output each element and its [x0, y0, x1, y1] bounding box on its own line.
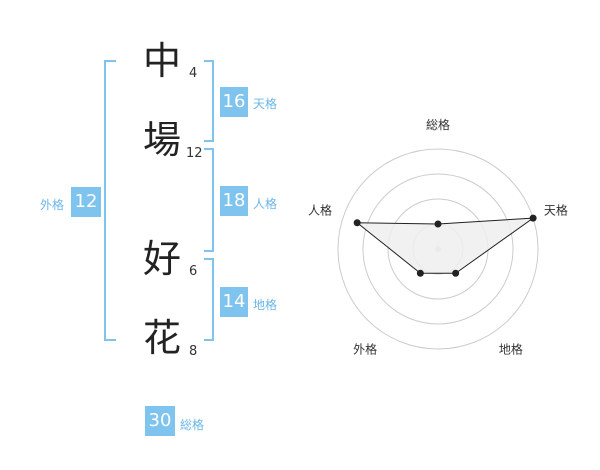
radar-data-point: [434, 220, 442, 228]
gaikaku-label: 外格: [40, 198, 65, 212]
chikaku-bracket: [204, 258, 214, 341]
stroke-count-3: 6: [189, 264, 198, 279]
chikaku-label: 地格: [253, 298, 278, 312]
radar-ring: [337, 148, 539, 350]
stroke-count-2: 12: [186, 146, 203, 161]
radar-axis-label: 総格: [426, 117, 450, 132]
name-char-4: 花: [143, 316, 182, 360]
radar-data-point: [452, 269, 460, 277]
radar-axis-label: 人格: [308, 203, 332, 218]
tenkaku-label: 天格: [253, 97, 278, 111]
radar-data-point: [529, 214, 537, 222]
radar-axis-label: 地格: [499, 341, 523, 356]
name-char-3: 好: [143, 237, 182, 281]
soukaku-label: 総格: [180, 418, 205, 432]
stroke-count-4: 8: [189, 344, 198, 359]
radar-ring: [362, 173, 514, 325]
radar-data-point: [416, 269, 424, 277]
chikaku-value: 14: [220, 287, 248, 317]
jinkaku-bracket: [204, 148, 214, 252]
tenkaku-value: 16: [220, 87, 248, 117]
tenkaku-bracket: [204, 60, 214, 142]
jinkaku-label: 人格: [253, 197, 278, 211]
radar-axis-label: 天格: [544, 203, 568, 218]
name-char-2: 場: [143, 118, 182, 162]
stroke-count-1: 4: [189, 66, 198, 81]
gaikaku-value: 12: [71, 187, 101, 217]
soukaku-value: 30: [145, 406, 175, 436]
name-char-1: 中: [143, 39, 182, 83]
jinkaku-value: 18: [220, 186, 248, 216]
radar-axis-label: 外格: [353, 341, 377, 356]
gaikaku-bracket: [104, 60, 116, 341]
radar-data-area: [355, 217, 535, 274]
radar-data-point: [353, 219, 361, 227]
